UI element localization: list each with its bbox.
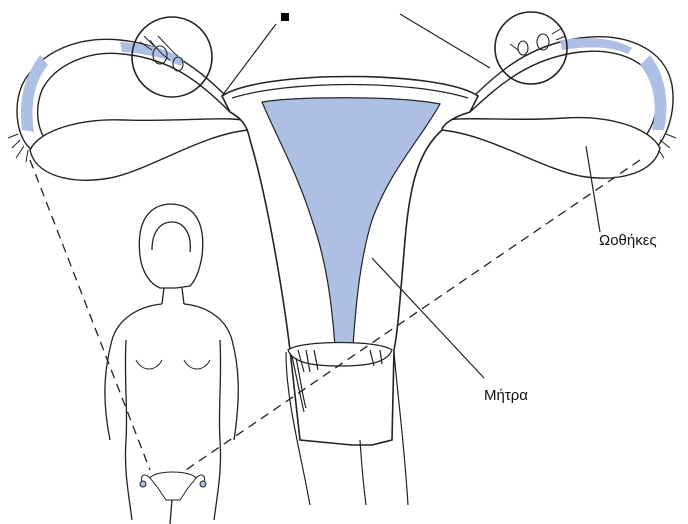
tube-label-marker bbox=[281, 13, 289, 21]
uterus-label: Μήτρα bbox=[484, 388, 528, 403]
ovaries-label: Ωοθήκες bbox=[599, 233, 657, 248]
